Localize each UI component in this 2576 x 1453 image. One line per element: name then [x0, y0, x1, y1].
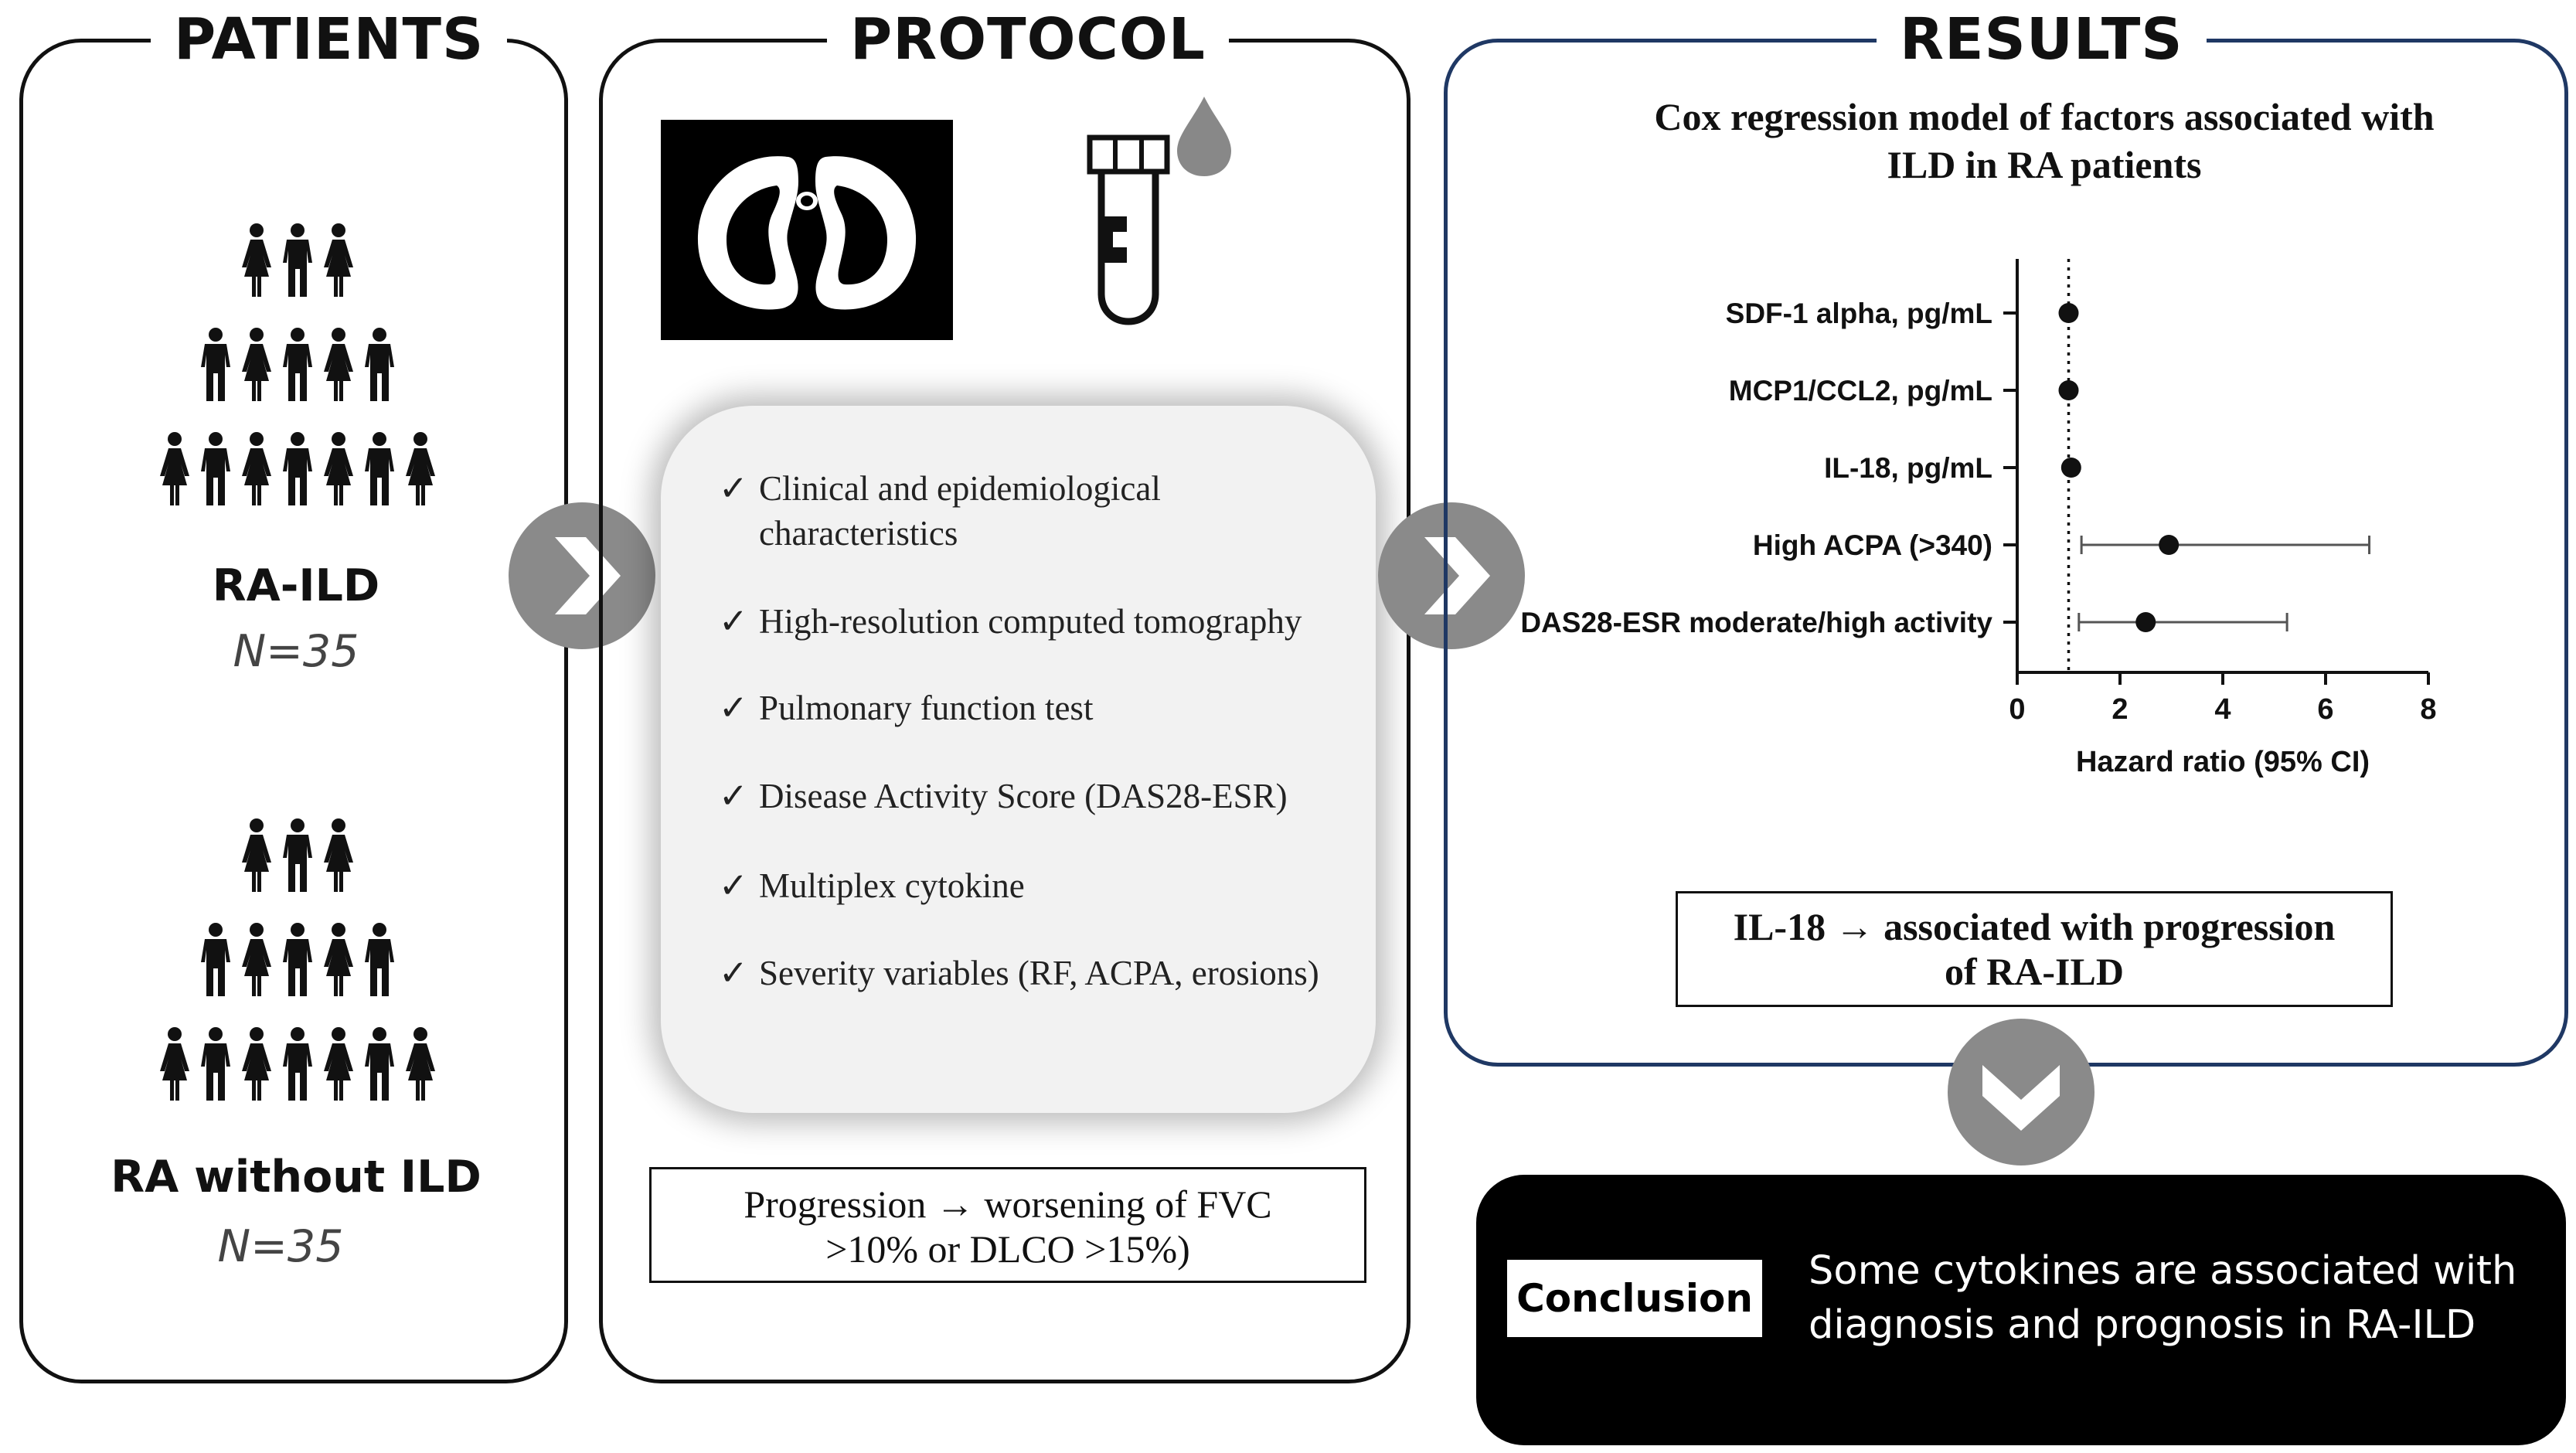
conclusion-line-2: diagnosis and prognosis in RA-ILD: [1809, 1302, 2476, 1348]
list-item: ✓ High-resolution computed tomography: [719, 599, 1353, 644]
progression-line-2: >10% or DLCO >15%): [825, 1227, 1190, 1271]
conclusion-box: Conclusion Some cytokines are associated…: [1476, 1175, 2566, 1445]
finding-line-1: IL-18 → associated with progression: [1733, 905, 2336, 948]
list-item-label: Multiplex cytokine: [759, 866, 1025, 905]
group-ra-no-ild-label: RA without ILD: [111, 1152, 482, 1203]
group-ra-ild-n: N=35: [233, 626, 359, 677]
chevron-down-icon: [1948, 1019, 2094, 1165]
group-ra-no-ild-n: N=35: [217, 1221, 344, 1272]
hazard-ratio-point: [2058, 380, 2079, 400]
chevron-right-icon: [1378, 502, 1525, 649]
y-tick-label: IL-18, pg/mL: [1824, 452, 1992, 484]
check-icon: ✓: [719, 954, 748, 992]
list-item-label: Pulmonary function test: [759, 689, 1094, 727]
hazard-ratio-point: [2060, 458, 2081, 478]
progression-definition-box: Progression → worsening of FVC >10% or D…: [649, 1167, 1366, 1283]
test-tube-icon: [1087, 134, 1170, 325]
check-icon: ✓: [719, 602, 748, 641]
patients-title: PATIENTS: [151, 4, 508, 75]
people-group-icon: [139, 197, 456, 568]
y-tick-label: SDF-1 alpha, pg/mL: [1726, 298, 1992, 329]
list-item: ✓ Severity variables (RF, ACPA, erosions…: [719, 951, 1353, 995]
conclusion-label: Conclusion: [1507, 1260, 1762, 1337]
list-item-label: Severity variables (RF, ACPA, erosions): [759, 954, 1319, 992]
protocol-panel: PROTOCOL: [599, 4, 1411, 1383]
chart-title: Cox regression model of factors associat…: [1496, 93, 2576, 189]
list-item-label: High-resolution computed tomography: [759, 602, 1302, 641]
hazard-ratio-point: [2135, 612, 2156, 632]
y-tick-label: MCP1/CCL2, pg/mL: [1729, 375, 1992, 407]
hazard-ratio-point: [2058, 303, 2079, 323]
x-tick-label: 2: [2112, 693, 2128, 726]
blood-drop-icon: [1177, 97, 1231, 176]
chevron-right-icon: [509, 502, 655, 649]
y-tick-label: DAS28-ESR moderate/high activity: [1520, 607, 1992, 638]
progression-line-1: Progression → worsening of FVC: [744, 1182, 1272, 1226]
list-item: ✓ Disease Activity Score (DAS28-ESR): [719, 774, 1353, 818]
check-icon: ✓: [719, 866, 748, 905]
list-item-label: Clinical and epidemiological characteris…: [759, 469, 1161, 553]
check-icon: ✓: [719, 689, 748, 727]
chart-title-line-1: Cox regression model of factors associat…: [1654, 95, 2435, 138]
lungs-ct-icon: [661, 120, 953, 340]
list-item: ✓ Multiplex cytokine: [719, 863, 1353, 908]
x-tick-label: 4: [2214, 693, 2231, 726]
finding-line-2: of RA-ILD: [1945, 950, 2124, 993]
protocol-checklist: ✓ Clinical and epidemiological character…: [661, 406, 1376, 1113]
hazard-ratio-point: [2159, 535, 2180, 555]
people-group-icon: [139, 792, 456, 1163]
list-item: ✓ Pulmonary function test: [719, 686, 1353, 730]
y-tick-label: High ACPA (>340): [1753, 529, 1992, 561]
key-finding-box: IL-18 → associated with progression of R…: [1676, 891, 2393, 1007]
check-icon: ✓: [719, 469, 748, 508]
check-icon: ✓: [719, 777, 748, 815]
list-item: ✓ Clinical and epidemiological character…: [719, 466, 1353, 556]
x-tick-label: 6: [2317, 693, 2333, 726]
conclusion-text: Some cytokines are associated with diagn…: [1809, 1244, 2535, 1353]
x-tick-label: 0: [2009, 693, 2025, 726]
group-ra-ild-label: RA-ILD: [212, 560, 380, 611]
x-tick-label: 8: [2420, 693, 2436, 726]
x-axis-label: Hazard ratio (95% CI): [2076, 746, 2370, 778]
list-item-label: Disease Activity Score (DAS28-ESR): [759, 777, 1288, 815]
results-title: RESULTS: [1877, 4, 2207, 75]
chart-title-line-2: ILD in RA patients: [1887, 143, 2202, 186]
patients-panel: PATIENTS RA-ILD N=35 RA without ILD N=35: [19, 4, 568, 1383]
protocol-title: PROTOCOL: [827, 4, 1229, 75]
conclusion-line-1: Some cytokines are associated with: [1809, 1248, 2517, 1294]
